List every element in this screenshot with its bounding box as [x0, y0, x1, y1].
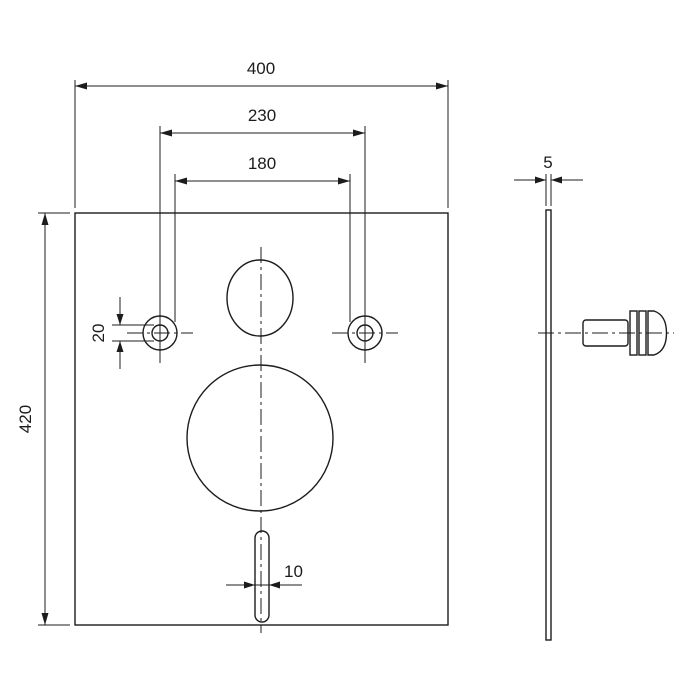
arrowhead-left — [75, 82, 87, 90]
slot-hole — [254, 530, 270, 623]
arrowhead-right — [338, 177, 350, 185]
arrowhead-top — [41, 213, 49, 225]
dim-hole-spacing-outer: 230 — [159, 106, 366, 363]
dim-plate-width: 400 — [74, 59, 449, 208]
arrowhead-right — [436, 82, 448, 90]
dim-label-hole-size: 20 — [89, 324, 108, 343]
arrowhead-left-pointing — [269, 581, 280, 589]
dim-label-hole-spacing-outer: 230 — [248, 106, 276, 125]
dim-label-hole-spacing-inner: 180 — [248, 154, 276, 173]
arrowhead-left — [160, 129, 172, 137]
dim-hole-size: 20 — [89, 297, 154, 369]
dim-label-plate-thickness: 5 — [543, 153, 552, 172]
front-view — [74, 212, 449, 633]
plug-tip — [647, 310, 668, 356]
arrowhead-left-pointing — [551, 176, 562, 184]
dim-hole-spacing-inner: 180 — [174, 154, 351, 322]
arrowhead-right — [353, 129, 365, 137]
plug-shaft — [582, 319, 629, 347]
arrowhead-right-pointing — [244, 581, 255, 589]
arrowhead-right-pointing — [535, 176, 546, 184]
fastener-plug — [538, 310, 674, 356]
dim-plate-height: 420 — [16, 212, 70, 626]
side-view: 5 — [514, 153, 674, 641]
dim-label-plate-height: 420 — [16, 405, 35, 433]
dim-label-slot-width: 10 — [284, 562, 303, 581]
side-view-plate — [545, 209, 552, 641]
arrowhead-bottom — [41, 613, 49, 625]
arrowhead-down — [116, 314, 124, 325]
dim-plate-thickness: 5 — [514, 153, 583, 206]
plug-rib-2 — [638, 310, 647, 356]
large-hole — [186, 364, 334, 512]
oval-hole — [226, 259, 294, 337]
arrowhead-left — [175, 177, 187, 185]
dim-slot-width: 10 — [226, 562, 303, 589]
plug-rib-1 — [629, 310, 638, 356]
arrowhead-up — [116, 341, 124, 352]
dim-label-plate-width: 400 — [247, 59, 275, 78]
